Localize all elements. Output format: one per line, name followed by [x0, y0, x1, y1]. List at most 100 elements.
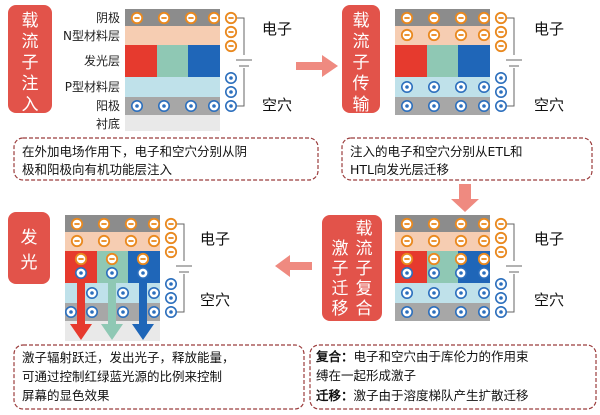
arrow-stage-1-to-2 — [296, 55, 338, 77]
htl-layer — [125, 77, 220, 97]
hole-anode-4 — [477, 305, 490, 318]
hole-anode-2 — [427, 305, 440, 318]
emissive-red — [125, 45, 157, 77]
stage-4-caption-line-1: 激子辐射跃迁，发出光子，释放能量， — [22, 350, 235, 365]
electron-cathode-2 — [97, 217, 111, 231]
electron-emissive-2 — [105, 252, 119, 266]
stage-2-badge-char-3: 子 — [353, 53, 370, 73]
stage-1-carrier-injection: 载 流 子 注 入 阴极 N型材料层 发光层 P型材料层 阳极 衬底 电子 空穴 — [8, 5, 319, 181]
stage-1-caption-box — [13, 137, 319, 181]
stage-3-recombine-text-1: 电子和空穴由于库伦力的作用束 — [354, 349, 530, 364]
hole-circuit-1 — [225, 100, 238, 113]
hole-htl-1 — [400, 286, 413, 299]
hole-htl-2 — [117, 286, 130, 299]
s3-htl-layer — [395, 283, 490, 303]
stage-4-electron-label: 电子 — [200, 230, 230, 248]
hole-circuit-1 — [494, 305, 507, 318]
stage-2-electron-label: 电子 — [534, 20, 564, 38]
stage-3-electrons — [400, 217, 508, 266]
electron-etl-4 — [147, 234, 161, 248]
arrow-stage-2-to-3 — [451, 184, 479, 212]
s2-emissive-green — [427, 45, 458, 77]
electron-cathode-2 — [427, 11, 441, 25]
electron-etl-1 — [400, 28, 414, 42]
stage-2-caption-line-1: 注入的电子和空穴分别从ETL和 — [350, 144, 523, 159]
electron-circuit-3-1 — [224, 39, 238, 53]
electron-circuit-2-1 — [224, 25, 238, 39]
hole-anode-1 — [400, 305, 413, 318]
stage-2-electrons — [400, 11, 508, 53]
emissive-blue — [188, 45, 220, 77]
electron-etl-3 — [454, 234, 468, 248]
stage-3-badge-col2-char-4: 移 — [332, 299, 349, 319]
stage-2-holes — [400, 72, 507, 113]
stage-1-badge-char-5: 入 — [22, 95, 39, 115]
electron-cathode-1 — [400, 11, 414, 25]
emitted-light-green — [101, 270, 123, 340]
electron-etl-4 — [477, 28, 491, 42]
hole-emissive-3 — [137, 266, 150, 279]
stage-4-caption-line-3: 屏幕的显色效果 — [22, 388, 110, 403]
cathode-layer — [125, 9, 220, 26]
hole-emissive-1 — [75, 266, 88, 279]
electron-circuit-3-1 — [164, 245, 178, 259]
layer-label-p-type: P型材料层 — [65, 80, 120, 94]
stage-1-badge-char-1: 载 — [22, 11, 39, 31]
electron-circuit-2-1 — [494, 231, 508, 245]
stage-2-hole-label: 空穴 — [534, 96, 564, 114]
hole-htl-3 — [454, 286, 467, 299]
stage-1-hole-label: 空穴 — [262, 96, 292, 114]
emissive-green — [157, 45, 188, 77]
hole-anode-3 — [185, 100, 198, 113]
hole-circuit-2-1 — [494, 291, 507, 304]
hole-htl-2 — [427, 286, 440, 299]
electron-emissive-1 — [74, 252, 88, 266]
electron-circuit-2-1 — [494, 25, 508, 39]
hole-anode-3 — [117, 305, 130, 318]
stage-4-electrons — [70, 217, 178, 266]
stage-3-caption-line-3: 迁移：激子由于溶度梯队产生扩散迁移 — [316, 388, 529, 403]
electron-etl-2 — [427, 28, 441, 42]
electron-emissive-4 — [477, 252, 491, 266]
hole-anode-2 — [427, 100, 440, 113]
hole-emissive-2 — [106, 266, 119, 279]
s2-cathode-layer — [395, 9, 490, 26]
layer-label-cathode: 阴极 — [96, 11, 120, 25]
hole-htl-4 — [477, 81, 490, 94]
hole-circuit-2-1 — [225, 86, 238, 99]
electron-emissive-3 — [136, 252, 150, 266]
stage-2-badge — [342, 5, 380, 113]
stage-1-caption-line-1: 在外加电场作用下，电子和空穴分别从阴 — [22, 144, 247, 159]
hole-emissive-1 — [400, 266, 413, 279]
stage-1-caption-line-2: 极和阳极向有机功能层注入 — [22, 162, 173, 177]
stage-2-badge-char-5: 输 — [353, 95, 370, 115]
electron-circuit-2-1 — [164, 231, 178, 245]
electron-cathode-4 — [147, 217, 161, 231]
s4-cathode-layer — [65, 215, 160, 232]
stage-1-badge-char-3: 子 — [22, 53, 39, 73]
hole-circuit-1 — [494, 100, 507, 113]
s2-htl-layer — [395, 77, 490, 97]
electron-cathode-3 — [454, 11, 468, 25]
stage-4-badge — [8, 212, 50, 284]
electron-circuit-1 — [224, 11, 238, 25]
electron-circuit-1 — [494, 11, 508, 25]
stage-3-badge-col2-char-2: 子 — [332, 259, 349, 279]
hole-emissive-4 — [477, 266, 490, 279]
hole-anode-1 — [400, 100, 413, 113]
electron-etl-3 — [124, 234, 138, 248]
hole-htl-4 — [477, 286, 490, 299]
stage-1-electrons — [130, 11, 238, 53]
stage-1-holes — [131, 72, 238, 113]
electron-cathode-3 — [184, 11, 198, 25]
emitted-light-blue — [132, 270, 154, 340]
electron-circuit-1 — [494, 217, 508, 231]
hole-anode-2 — [86, 305, 99, 318]
electron-cathode-3 — [454, 217, 468, 231]
electron-emissive-3 — [454, 252, 468, 266]
stage-3-badge-col2-char-3: 迁 — [332, 279, 349, 299]
s3-etl-layer — [395, 232, 490, 251]
stage-4-hole-label: 空穴 — [200, 291, 230, 309]
layer-label-substrate: 衬底 — [96, 116, 120, 131]
